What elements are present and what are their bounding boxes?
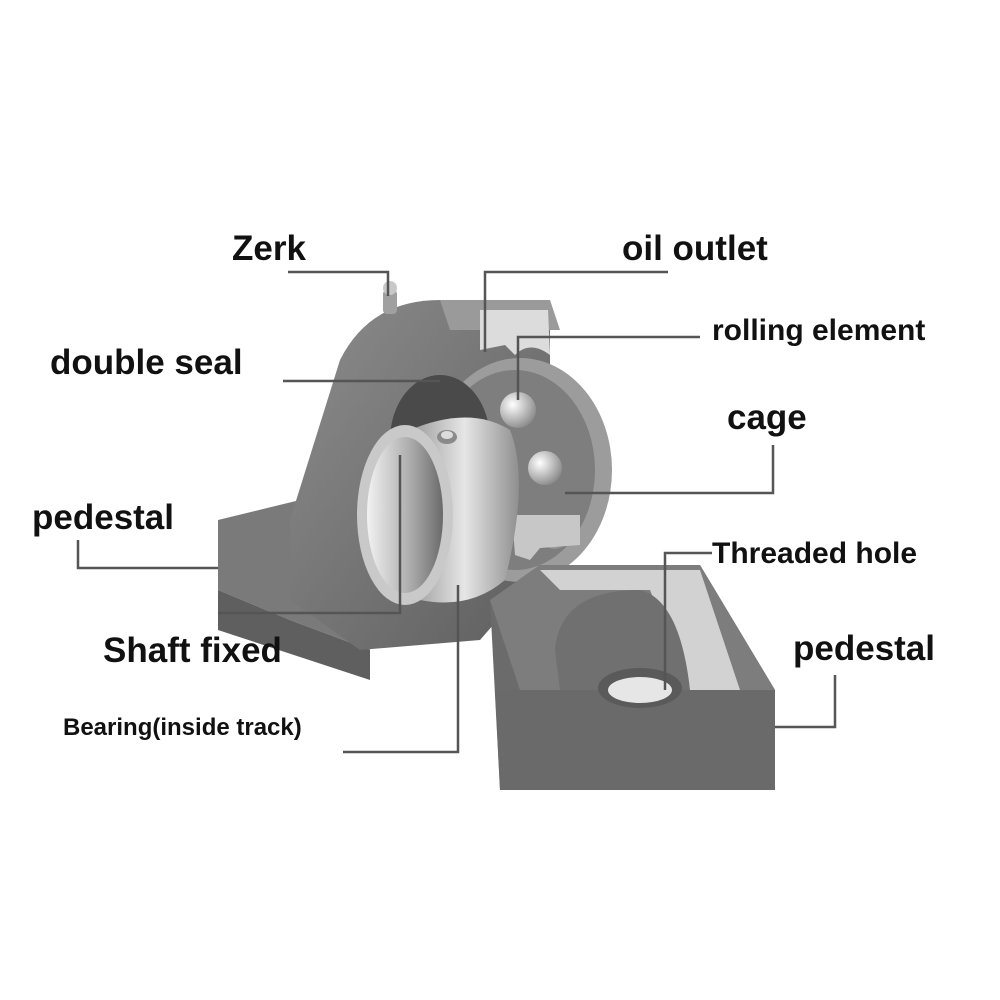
- leader-pedestal-right: [775, 675, 837, 729]
- cage: [512, 515, 580, 560]
- rolling-element-ball: [500, 392, 536, 428]
- label-bearing-inside-track: Bearing(inside track): [63, 714, 302, 741]
- leader-threaded-hole: [663, 551, 712, 690]
- label-rolling-element: rolling element: [712, 314, 926, 347]
- leader-shaft-fixed: [218, 455, 402, 615]
- shaft-bore: [367, 437, 443, 593]
- leader-lines: [76, 270, 837, 754]
- rolling-element-ball: [528, 451, 562, 485]
- label-zerk: Zerk: [232, 229, 306, 268]
- label-double-seal: double seal: [50, 343, 243, 382]
- label-pedestal-left: pedestal: [32, 498, 174, 537]
- label-pedestal-right: pedestal: [793, 629, 935, 668]
- label-threaded-hole: Threaded hole: [712, 537, 918, 570]
- leader-rolling-element: [516, 335, 700, 400]
- leader-oil-outlet: [483, 270, 668, 352]
- label-cage: cage: [727, 398, 807, 437]
- leader-zerk: [288, 270, 390, 296]
- leader-cage: [565, 445, 775, 495]
- bearing: [357, 358, 612, 605]
- label-shaft-fixed: Shaft fixed: [103, 631, 282, 670]
- label-oil-outlet: oil outlet: [622, 229, 768, 268]
- zerk-fitting: [383, 290, 397, 314]
- leader-pedestal-left: [76, 540, 218, 570]
- leader-bearing-inside-track: [343, 585, 460, 754]
- right-pedestal-base: [490, 565, 775, 790]
